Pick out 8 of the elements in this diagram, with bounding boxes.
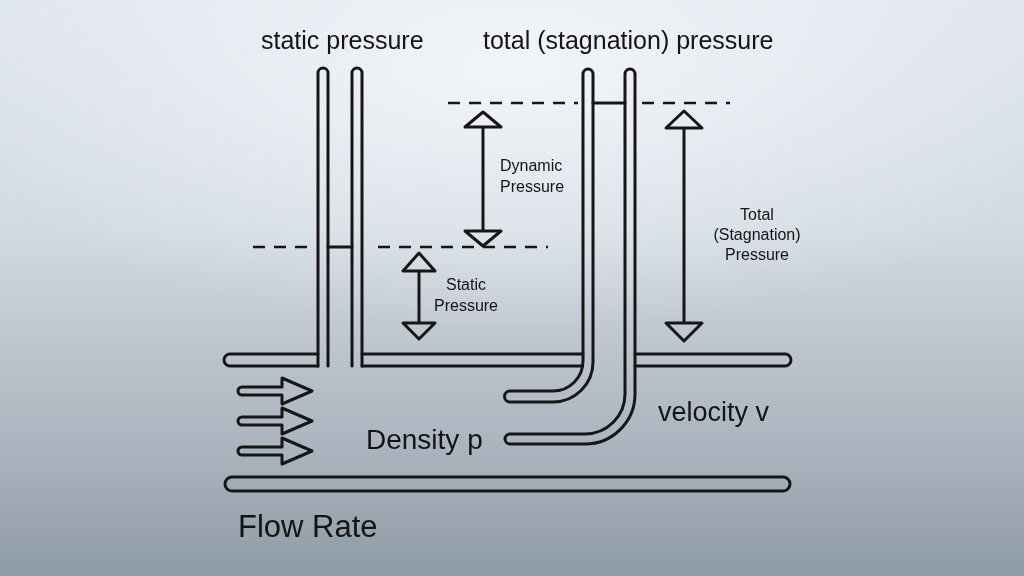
quantity-label: velocity v	[658, 396, 770, 428]
dimension-label: Static Pressure	[433, 275, 499, 316]
dimension-label: Dynamic Pressure	[500, 156, 566, 197]
quantity-label: Flow Rate	[238, 508, 378, 545]
quantity-label: Density p	[366, 423, 483, 457]
tube-label: static pressure	[261, 25, 424, 55]
tube-label: total (stagnation) pressure	[483, 25, 774, 55]
dimension-label: Total (Stagnation) Pressure	[712, 205, 802, 265]
